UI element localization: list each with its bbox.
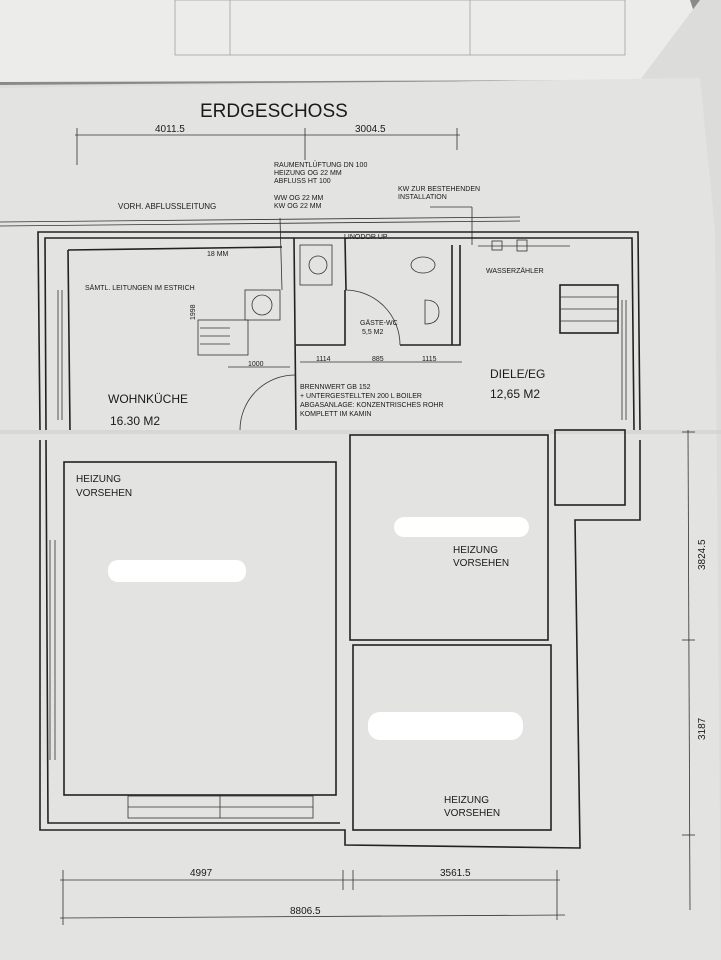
redacted-label (394, 517, 529, 537)
dim-wc-1: 1114 (316, 356, 331, 363)
label-washer: LINODOR UP (344, 234, 388, 241)
dim-top-left: 4011.5 (155, 124, 185, 135)
dim-bottom-right: 3561.5 (440, 868, 471, 879)
room-heating-1-b: VORSEHEN (76, 488, 132, 499)
upper-sheet (0, 0, 700, 82)
label-boiler-1: BRENNWERT GB 152 (300, 384, 371, 391)
label-kw-existing: KW ZUR BESTEHENDEN (398, 186, 480, 193)
label-existing-drain: VORH. ABFLUSSLEITUNG (118, 202, 216, 211)
room-heating-2-a: HEIZUNG (453, 545, 498, 556)
room-wc-area: 5,5 M2 (362, 329, 384, 336)
room-heating-1-a: HEIZUNG (76, 474, 121, 485)
room-heating-2-b: VORSEHEN (453, 558, 509, 569)
room-wc-name: GÄSTE-WC (360, 319, 398, 327)
dim-right-lower: 3187 (697, 717, 708, 740)
water-meter-fittings (478, 239, 570, 252)
room-hall-name: DIELE/EG (490, 367, 545, 381)
room-heating-3-a: HEIZUNG (444, 795, 489, 806)
label-boiler-3: ABGASANLAGE: KONZENTRISCHES ROHR (300, 402, 444, 409)
label-pipe-18: 18 MM (207, 251, 229, 258)
label-ventilation: RAUMENTLÜFTUNG DN 100 (274, 161, 367, 169)
dim-kitchen-height: 1998 (190, 304, 197, 320)
label-boiler-4: KOMPLETT IM KAMIN (300, 411, 371, 418)
plan-title: ERDGESCHOSS (200, 101, 348, 122)
label-drain: ABFLUSS HT 100 (274, 178, 331, 185)
room-kitchen-name: WOHNKÜCHE (108, 392, 188, 406)
label-kw-og: KW OG 22 MM (274, 203, 322, 210)
dim-wc-3: 1115 (422, 356, 437, 363)
label-boiler-2: + UNTERGESTELLTEN 200 L BOILER (300, 393, 422, 400)
room-kitchen-area: 16.30 M2 (110, 414, 160, 428)
label-kw-existing-2: INSTALLATION (398, 194, 447, 201)
label-water-meter: WASSERZÄHLER (486, 267, 544, 275)
redacted-label (108, 560, 246, 582)
dim-top-right: 3004.5 (355, 124, 386, 135)
label-all-pipes: SÄMTL. LEITUNGEN IM ESTRICH (85, 284, 195, 292)
label-ww-og: WW OG 22 MM (274, 195, 324, 202)
dim-wc-2: 885 (372, 356, 384, 363)
room-heating-3-b: VORSEHEN (444, 808, 500, 819)
redacted-label (368, 712, 523, 740)
dim-right-upper: 3824.5 (697, 539, 708, 570)
dim-kitchen-width: 1000 (248, 361, 264, 368)
dim-bottom-total: 8806.5 (290, 906, 321, 917)
room-hall-area: 12,65 M2 (490, 387, 540, 401)
dim-bottom-left: 4997 (190, 868, 213, 879)
label-heating-og: HEIZUNG OG 22 MM (274, 170, 342, 177)
